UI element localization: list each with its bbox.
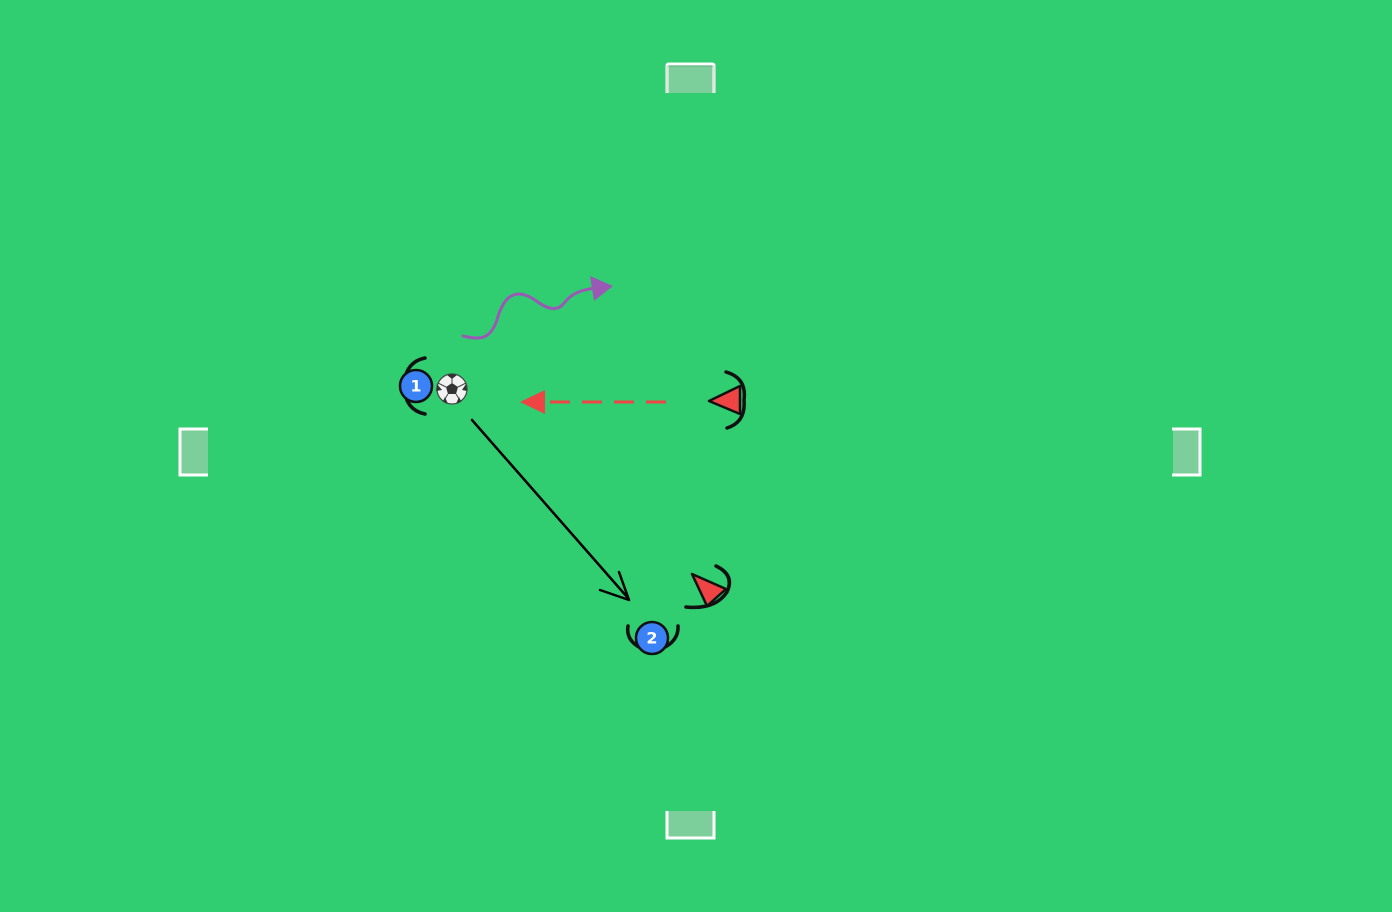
goal-top <box>665 62 716 93</box>
pass-arrow <box>470 418 631 602</box>
soccer-ball-icon[interactable] <box>436 373 468 405</box>
goal-right <box>1172 427 1202 477</box>
defender-b[interactable] <box>684 564 732 610</box>
goal-bottom <box>665 811 716 840</box>
player-2[interactable]: 2 <box>625 620 680 656</box>
dribble-arrow <box>461 276 613 340</box>
goal-left <box>178 427 208 477</box>
player-2-label: 2 <box>646 629 657 648</box>
player-1-label: 1 <box>410 377 421 396</box>
defender-a[interactable] <box>707 370 747 430</box>
run-arrow <box>520 390 666 414</box>
player-1[interactable]: 1 <box>398 356 434 416</box>
